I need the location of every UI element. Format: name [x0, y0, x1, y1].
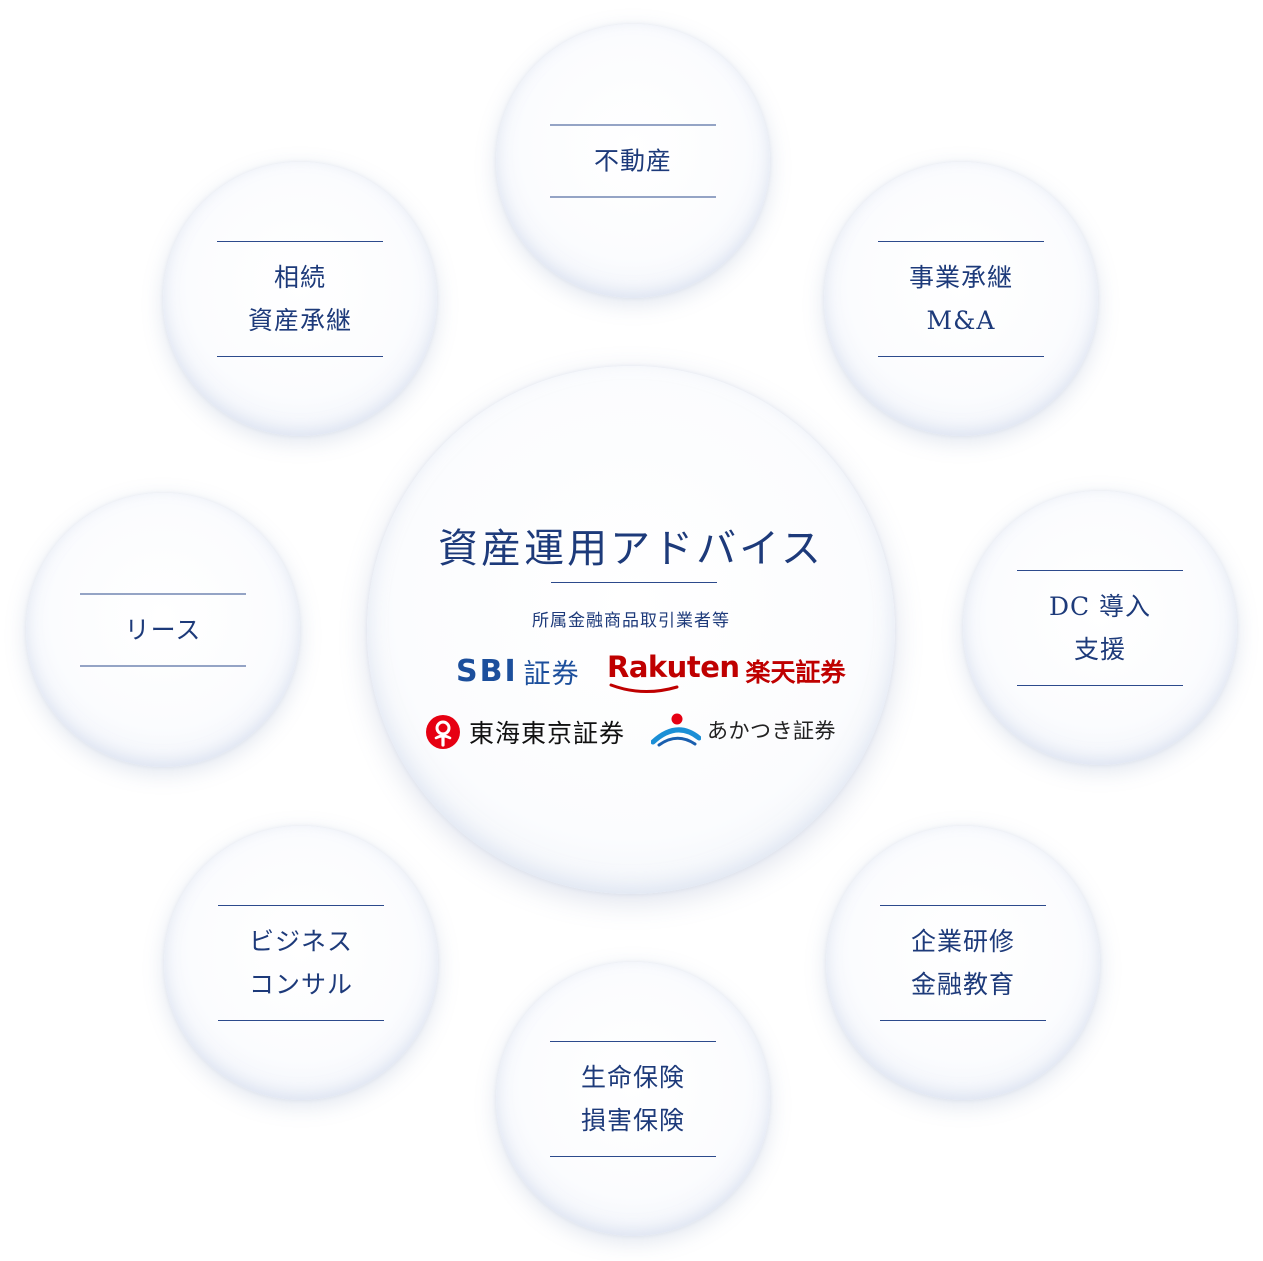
- rule-bottom: [550, 1156, 716, 1157]
- rule-bottom: [217, 356, 383, 357]
- akatsuki-logo-jp: あかつき証券: [707, 719, 836, 743]
- rakuten-logo-jp: 楽天証券: [745, 658, 846, 687]
- rule-top: [80, 593, 246, 595]
- service-label: 不動産: [593, 146, 672, 176]
- tokai-tokyo-emblem-icon: [426, 715, 460, 749]
- rule-bottom: [1017, 685, 1183, 686]
- rule-top: [550, 1041, 716, 1042]
- akatsuki-securities-logo: あかつき証券: [651, 712, 836, 748]
- sbi-logo-jp: 証券: [523, 659, 580, 690]
- center-subtitle: 所属金融商品取引業者等: [532, 611, 730, 631]
- service-label: リース: [124, 615, 202, 645]
- service-bubble-business-succession: 事業承継 M&A: [824, 162, 1098, 436]
- rule-bottom: [550, 196, 716, 198]
- center-title: 資産運用アドバイス: [438, 526, 824, 572]
- sbi-logo-text: SBI: [456, 654, 518, 689]
- rakuten-logo-text: Rakuten: [607, 650, 740, 684]
- rule-bottom: [878, 356, 1044, 357]
- rule-top: [550, 124, 716, 126]
- service-bubble-dc-support: DC 導入 支援: [963, 491, 1237, 765]
- service-label: DC 導入 支援: [1048, 592, 1152, 664]
- rule-bottom: [80, 665, 246, 667]
- service-label: 生命保険 損害保険: [580, 1063, 685, 1135]
- service-bubble-inheritance: 相続 資産承継: [163, 162, 437, 436]
- service-bubble-insurance: 生命保険 損害保険: [496, 962, 770, 1236]
- rule-top: [878, 241, 1044, 242]
- rule-top: [218, 905, 384, 906]
- sbi-securities-logo: SBI 証券: [456, 652, 580, 691]
- rule-bottom: [880, 1020, 1046, 1021]
- service-label: 事業承継 M&A: [908, 263, 1013, 335]
- service-bubble-business-consulting: ビジネス コンサル: [164, 826, 438, 1100]
- service-label: 企業研修 金融教育: [910, 927, 1015, 999]
- center-bubble-asset-management: 資産運用アドバイス 所属金融商品取引業者等 SBI 証券 Rakuten 楽天証…: [367, 366, 895, 894]
- service-bubble-real-estate: 不動産: [496, 24, 770, 298]
- service-bubble-lease: リース: [26, 493, 300, 767]
- service-label: 相続 資産承継: [247, 263, 352, 335]
- tokai-tokyo-securities-logo: 東海東京証券: [425, 714, 625, 750]
- akatsuki-sunrise-icon: [651, 713, 701, 747]
- rule-top: [1017, 570, 1183, 571]
- rule-top: [217, 241, 383, 242]
- rakuten-swoosh-icon: [609, 683, 679, 694]
- service-label: ビジネス コンサル: [248, 927, 353, 999]
- center-rule: [551, 582, 717, 583]
- rule-bottom: [218, 1020, 384, 1021]
- tokai-logo-jp: 東海東京証券: [469, 719, 626, 748]
- service-bubble-corporate-training: 企業研修 金融教育: [826, 826, 1100, 1100]
- rule-top: [880, 905, 1046, 906]
- rakuten-securities-logo: Rakuten 楽天証券: [607, 650, 846, 694]
